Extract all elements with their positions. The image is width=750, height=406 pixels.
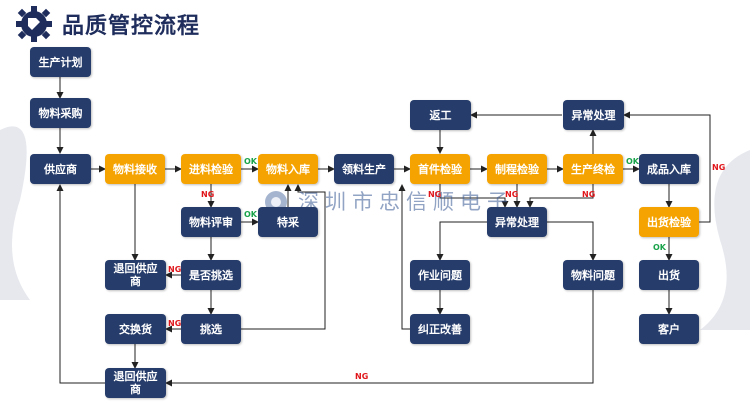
node-first: 首件检验: [410, 154, 470, 184]
node-final: 生产终检: [563, 154, 623, 184]
node-rework: 返工: [410, 100, 471, 130]
node-process: 制程检验: [487, 154, 547, 184]
node-return1: 退回供应商: [105, 260, 166, 290]
label-ok-oqc: OK: [653, 243, 666, 252]
node-corrective: 纠正改善: [410, 314, 470, 344]
node-purchase: 物料采购: [30, 98, 91, 128]
node-issue: 领料生产: [334, 154, 394, 184]
node-ship: 出货: [639, 260, 699, 290]
node-supplier: 供应商: [30, 154, 91, 184]
node-store: 物料入库: [258, 154, 318, 184]
label-ok-iqc: OK: [244, 157, 257, 166]
label-ng-sort: NG: [168, 319, 182, 328]
label-ng-final: NG: [582, 190, 596, 199]
node-customer: 客户: [639, 314, 699, 344]
node-plan: 生产计划: [30, 47, 91, 77]
label-ng-process: NG: [505, 190, 519, 199]
node-sort-q: 是否挑选: [181, 260, 241, 290]
node-receive: 物料接收: [105, 154, 165, 184]
node-special: 特采: [258, 207, 318, 237]
node-exchange: 交换货: [105, 314, 166, 344]
node-fg-store: 成品入库: [639, 154, 699, 184]
page-title: 品质管控流程: [62, 14, 201, 39]
node-review: 物料评审: [181, 207, 241, 237]
label-ng-oqc: NG: [712, 163, 726, 172]
gear-logo-icon: [16, 6, 52, 42]
node-abnormal-top: 异常处理: [563, 100, 624, 130]
node-iqc: 进料检验: [181, 154, 241, 184]
node-abnormal-mid: 异常处理: [487, 207, 547, 237]
node-return2: 退回供应商: [105, 368, 166, 398]
node-oqc: 出货检验: [639, 207, 699, 237]
label-ng-sort-q: NG: [168, 265, 182, 274]
label-ng-first: NG: [428, 190, 442, 199]
label-ng-return: NG: [355, 372, 369, 381]
label-ng-iqc: NG: [201, 190, 215, 199]
node-sort: 挑选: [181, 314, 241, 344]
watermark-text: 深圳市忠信顺电子: [298, 190, 514, 214]
label-ok-final: OK: [626, 157, 639, 166]
label-ok-review: OK: [244, 210, 257, 219]
node-work-issue: 作业问题: [410, 260, 470, 290]
node-material-issue: 物料问题: [563, 260, 623, 290]
